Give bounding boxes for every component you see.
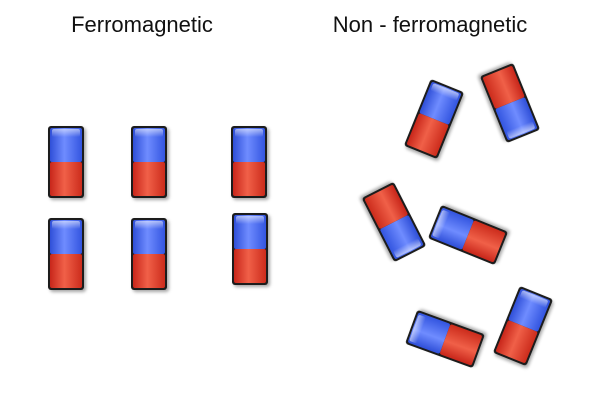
magnet — [362, 182, 426, 262]
magnet — [131, 218, 167, 290]
magnet — [232, 213, 268, 285]
magnet — [493, 286, 553, 366]
magnet — [48, 126, 84, 198]
non-ferromagnetic-group — [362, 63, 553, 368]
magnet — [480, 63, 540, 143]
magnet — [405, 310, 485, 368]
magnet — [48, 218, 84, 290]
ferromagnetic-group — [48, 126, 268, 290]
magnet — [428, 205, 508, 265]
ferromagnetic-label: Ferromagnetic — [71, 12, 213, 37]
magnet — [404, 79, 464, 159]
non-ferromagnetic-label: Non - ferromagnetic — [332, 12, 528, 37]
magnet — [131, 126, 167, 198]
magnet — [231, 126, 267, 198]
